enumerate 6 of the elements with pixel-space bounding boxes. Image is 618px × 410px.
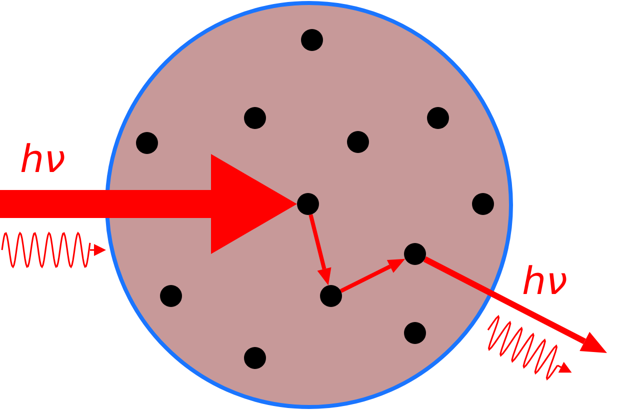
arrow: [423, 256, 607, 353]
photon-label: hν: [20, 140, 66, 178]
arrow: [308, 214, 332, 286]
arrow: [0, 154, 297, 254]
photon-label: hν: [522, 262, 568, 300]
arrow: [340, 258, 406, 293]
